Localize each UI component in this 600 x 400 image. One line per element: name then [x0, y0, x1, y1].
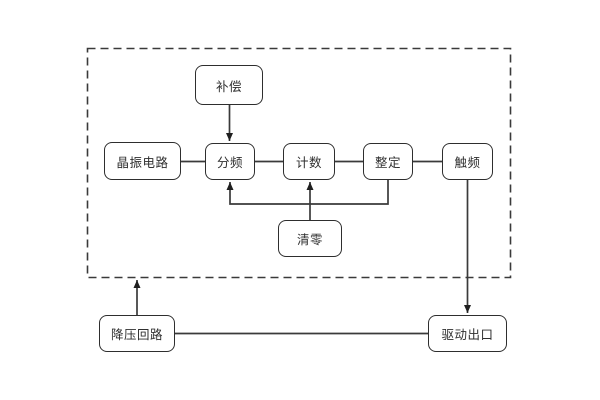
node-compensation: 补偿 — [195, 65, 263, 105]
node-trigger-frequency-label: 触频 — [454, 156, 481, 170]
node-compensation-label: 补偿 — [215, 79, 242, 94]
node-reset-label: 清零 — [296, 233, 323, 247]
node-counter-label: 计数 — [295, 156, 322, 170]
node-frequency-divider-label: 分频 — [216, 156, 243, 170]
node-drive-output: 驱动出口 — [428, 315, 507, 352]
node-setting: 整定 — [363, 143, 413, 180]
edge-setting-feedback-to-divider — [226, 180, 389, 205]
dashed-boundary — [86, 47, 512, 279]
node-setting-label: 整定 — [374, 156, 401, 170]
node-step-down-circuit: 降压回路 — [99, 315, 175, 352]
node-reset: 清零 — [278, 220, 342, 257]
node-counter: 计数 — [283, 143, 335, 180]
node-trigger-frequency: 触频 — [442, 143, 493, 180]
node-step-down-circuit-label: 降压回路 — [110, 328, 163, 342]
node-crystal-oscillator-circuit-label: 晶振电路 — [116, 155, 169, 170]
node-frequency-divider: 分频 — [205, 143, 255, 180]
node-crystal-oscillator-circuit: 晶振电路 — [104, 142, 181, 180]
node-drive-output-label: 驱动出口 — [441, 328, 494, 342]
